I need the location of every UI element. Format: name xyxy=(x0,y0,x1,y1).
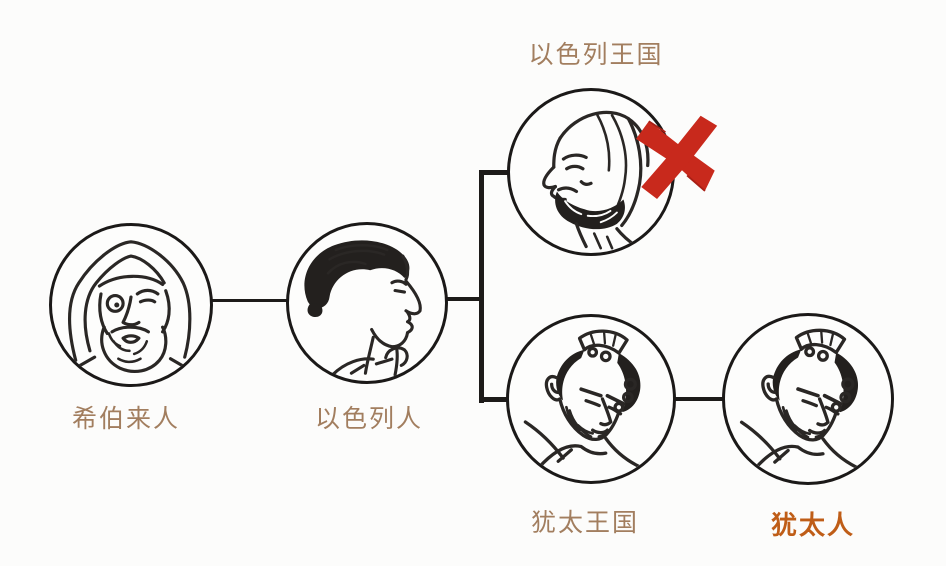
label-kingdom-of-israel: 以色列王国 xyxy=(528,41,664,69)
bearded-man-with-kippah-sketch xyxy=(739,328,860,471)
elder-with-headscarf-sketch xyxy=(67,240,192,373)
edge-branch-kingdom-of-israel xyxy=(479,170,512,175)
label-hebrews: 希伯来人 xyxy=(71,405,180,433)
node-hebrews xyxy=(49,223,213,387)
bearded-man-with-kippah-sketch xyxy=(523,329,643,470)
edge-branch-kingdom-of-judah xyxy=(479,397,511,402)
node-jews xyxy=(722,313,894,485)
edge-judah-jews xyxy=(674,397,726,401)
curly-haired-young-man-profile-sketch xyxy=(304,240,422,377)
edge-stem-vertical xyxy=(479,170,484,403)
label-jews: 犹太人 xyxy=(770,510,855,540)
edge-israelites-stem xyxy=(446,297,482,301)
node-israelites xyxy=(286,222,448,384)
edge-hebrews-israelites xyxy=(211,299,289,302)
red-cross-icon xyxy=(636,115,718,199)
bearded-man-with-headwrap-sketch xyxy=(542,110,650,250)
label-israelites: 以色列人 xyxy=(314,405,423,433)
node-kingdom-of-judah xyxy=(506,314,676,484)
label-kingdom-of-judah: 犹太王国 xyxy=(530,509,639,537)
